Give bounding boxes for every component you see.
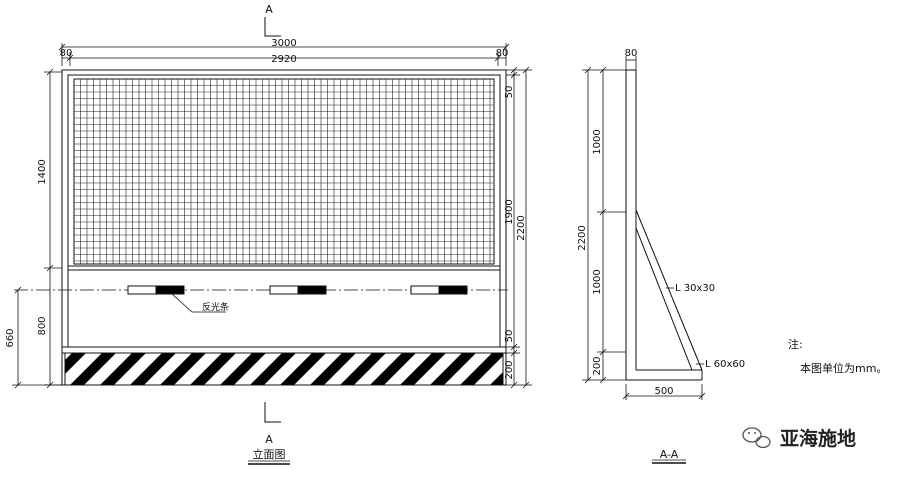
section-dim-total: 2200 [577,225,588,250]
dim-bottom-band: 200 [504,360,515,379]
section-dim-base: 200 [592,356,603,375]
section-mark-bottom [264,402,281,423]
dim-inner-width: 2920 [271,54,296,65]
section-mark-top [264,17,281,37]
dim-dash-height: 660 [5,328,16,347]
section-foot-width: 500 [654,386,673,397]
dim-side-left: 80 [60,48,73,59]
section-view [582,56,706,464]
reflective-strip-1 [127,285,185,295]
reflective-strip-2 [269,285,327,295]
top-dimensions [58,43,510,66]
dim-total-height: 2200 [516,215,527,240]
reflective-strip-3 [410,285,468,295]
watermark-text: 亚海施地 [780,427,856,450]
foot-angle-label: L 60x60 [705,359,745,370]
reflector-leader [171,293,226,313]
dim-total-width: 3000 [271,38,296,49]
section-caption: A-A [660,448,679,461]
elevation-view [12,17,532,465]
note-title: 注: [788,337,803,351]
section-dim-lower: 1000 [592,269,603,294]
right-dimensions [506,66,532,389]
left-dimensions [12,68,62,389]
dim-top-rail: 50 [504,86,515,99]
wechat-icon [742,427,771,449]
mesh-grid [74,79,494,264]
dim-panel-height: 1900 [504,199,515,224]
section-label-top: A [265,3,273,16]
brace-outer [635,209,703,371]
fence-outer-frame [61,69,507,386]
reflective-strip-label: 反光条 [202,301,229,313]
mesh-panel [73,78,495,265]
hazard-stripe-band [65,353,503,385]
note-text: 本图单位为mm。 [800,361,887,375]
brace-inner [635,227,693,371]
dim-lower-height: 800 [37,316,48,335]
section-label-bottom: A [265,433,273,446]
section-dim-upper: 1000 [592,129,603,154]
dim-mid-rail: 50 [504,330,515,343]
elevation-caption: 立面图 [253,447,286,461]
section-post-width: 80 [625,48,638,59]
brace-angle-label: L 30x30 [675,283,715,294]
dim-upper-height: 1400 [37,159,48,184]
dim-side-right: 80 [496,48,509,59]
section-dimensions [582,56,706,400]
